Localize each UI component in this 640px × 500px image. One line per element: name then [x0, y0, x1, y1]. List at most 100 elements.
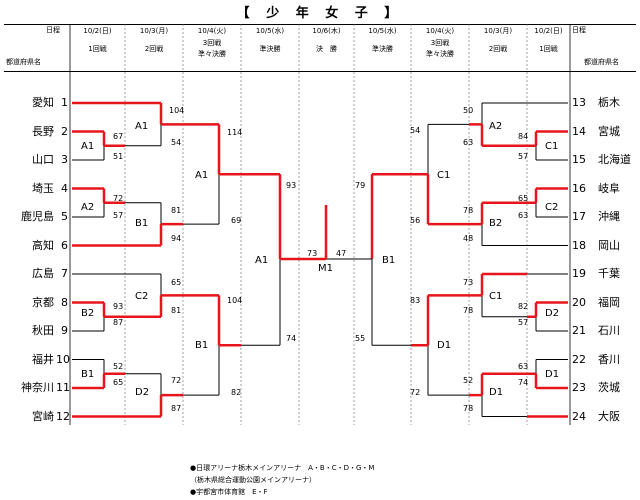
column-date: 10/5(水): [368, 27, 397, 35]
score: 47: [336, 249, 347, 258]
score: 48: [463, 234, 474, 243]
score: 57: [518, 318, 529, 327]
venue-note-2: （栃木県総合運動公園メインアリーナ）: [190, 476, 316, 484]
schedule-header: [4, 24, 636, 72]
team-seed: 18: [572, 238, 586, 252]
team-name: 秋田: [32, 324, 54, 337]
score: 81: [171, 306, 182, 315]
score: 74: [286, 334, 297, 343]
score: 82: [231, 388, 242, 397]
team-name: 千葉: [598, 267, 620, 280]
score: 87: [113, 318, 124, 327]
game-id: B1: [81, 369, 95, 380]
team-name: 岡山: [598, 238, 620, 252]
team-name: 福井: [32, 352, 54, 366]
team-seed: 2: [61, 124, 68, 138]
score: 57: [113, 211, 124, 220]
column-round: 準決勝: [259, 45, 281, 53]
score: 72: [113, 194, 124, 203]
schedule-label-left: 日程: [46, 26, 60, 34]
score: 72: [171, 376, 182, 385]
game-id: B1: [195, 340, 209, 351]
team-name: 大阪: [598, 409, 620, 423]
score: 94: [171, 234, 182, 243]
game-id: M1: [318, 263, 333, 274]
venue-note-1: ●日環アリーナ栃木メインアリーナ A・B・C・D・G・M: [190, 464, 375, 472]
team-seed: 10: [56, 352, 70, 366]
team-seed: 6: [61, 238, 68, 252]
team-name: 香川: [598, 352, 620, 366]
team-seed: 22: [572, 352, 586, 366]
game-id: C1: [545, 141, 559, 152]
team-seed: 5: [61, 210, 68, 223]
game-id: C2: [135, 291, 149, 302]
team-seed: 13: [572, 96, 586, 109]
score: 104: [227, 296, 243, 305]
score: 54: [171, 138, 182, 147]
score: 104: [169, 106, 185, 115]
game-id: B2: [81, 308, 95, 319]
game-id: D2: [545, 308, 560, 319]
team-seed: 4: [61, 181, 68, 195]
game-id: A2: [489, 121, 503, 132]
column-round: 決 勝: [316, 45, 337, 53]
column-date: 10/4(火): [425, 27, 455, 35]
team-seed: 14: [572, 124, 586, 138]
score: 65: [113, 378, 124, 387]
pref-label-right: 都道府県名: [584, 58, 619, 66]
team-seed: 8: [61, 295, 68, 309]
score: 83: [410, 296, 421, 305]
pref-label-left: 都道府県名: [6, 58, 41, 66]
team-name: 愛知: [32, 96, 54, 109]
team-name: 沖縄: [598, 210, 620, 223]
score: 63: [518, 362, 529, 371]
column-round: 1回戦: [88, 45, 107, 53]
score: 65: [518, 194, 529, 203]
team-name: 茨城: [598, 381, 620, 394]
column-date: 10/2(日): [534, 27, 563, 35]
score: 52: [463, 376, 474, 385]
team-seed: 23: [572, 381, 586, 394]
game-id: C1: [489, 291, 503, 302]
team-name: 京都: [32, 295, 54, 309]
score: 57: [518, 152, 529, 161]
column-date: 10/3(月): [483, 27, 513, 35]
column-round: 3回戦: [202, 39, 222, 47]
team-name: 宮城: [598, 124, 620, 138]
score: 55: [355, 334, 366, 343]
score: 93: [113, 302, 124, 311]
score: 93: [286, 181, 297, 190]
game-id: D1: [437, 340, 452, 351]
team-seed: 17: [572, 210, 586, 223]
team-seed: 15: [572, 153, 586, 166]
team-name: 石川: [598, 324, 620, 337]
score: 67: [113, 132, 124, 141]
column-round-sub: 準々決勝: [426, 50, 454, 58]
game-id: D1: [489, 387, 504, 398]
game-id: B2: [489, 218, 503, 229]
score: 79: [355, 181, 366, 190]
team-seed: 19: [572, 267, 586, 280]
score: 78: [463, 306, 474, 315]
game-id: A1: [135, 121, 149, 132]
score: 63: [518, 211, 529, 220]
team-seed: 24: [572, 409, 586, 423]
column-date: 10/6(木): [312, 27, 341, 35]
team-name: 高知: [32, 238, 54, 252]
page-title: 【 少 年 女 子 】: [236, 6, 404, 21]
game-id: C2: [545, 202, 559, 213]
team-name: 北海道: [598, 153, 631, 166]
venue-note-3: ●宇都宮市体育館 E・F: [190, 488, 268, 496]
game-id: D2: [135, 387, 150, 398]
score: 63: [463, 138, 474, 147]
score: 72: [410, 388, 421, 397]
score: 87: [171, 404, 182, 413]
column-date: 10/3(月): [139, 27, 169, 35]
game-id: A2: [81, 202, 95, 213]
team-seed: 20: [572, 295, 586, 309]
game-id: A1: [195, 170, 209, 181]
team-name: 岐阜: [598, 181, 620, 195]
score: 51: [113, 152, 124, 161]
column-date: 10/2(日): [83, 27, 112, 35]
